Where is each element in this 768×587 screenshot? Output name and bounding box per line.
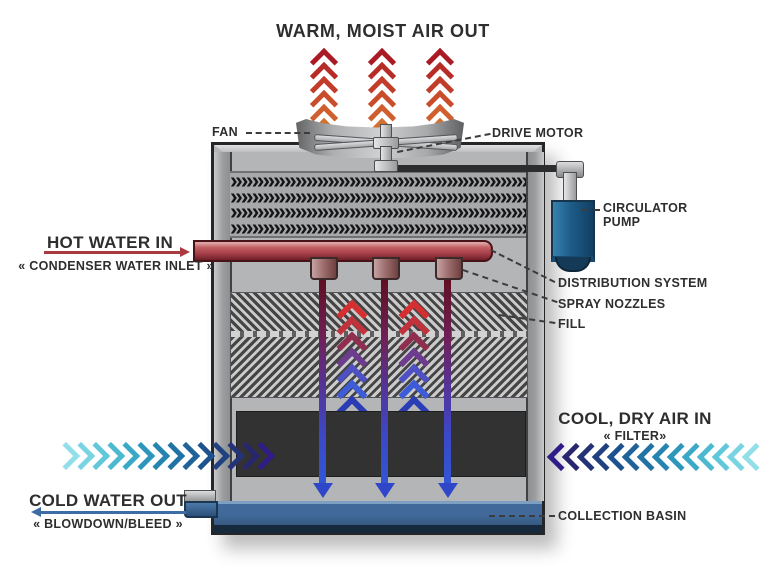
- hot-water-arrow: [44, 251, 182, 254]
- tower-wall-right: [526, 152, 544, 501]
- collection-basin-water: [214, 501, 542, 526]
- spray-nozzle: [310, 257, 338, 280]
- basin-leader-line: [489, 515, 555, 517]
- collection-basin-label: COLLECTION BASIN: [558, 509, 687, 523]
- hot-water-arrowhead-icon: [180, 247, 190, 257]
- condenser-water-inlet-label: « CONDENSER WATER INLET »: [18, 259, 214, 273]
- basin-bottom-edge: [214, 525, 542, 533]
- fan-leader-line: [246, 132, 310, 134]
- spray-nozzle: [435, 257, 463, 280]
- fill-label: FILL: [558, 317, 586, 331]
- air-in-arrows-left-icon: [51, 441, 276, 471]
- fill-stripes-lower: [231, 337, 527, 397]
- blowdown-bleed-label: « BLOWDOWN/BLEED »: [33, 517, 183, 531]
- fill-updraft-arrows-icon: [398, 299, 430, 427]
- hot-water-in-label: HOT WATER IN: [46, 233, 174, 252]
- fill-updraft-arrows-icon: [336, 299, 368, 427]
- circulator-pump-cap: [555, 257, 591, 272]
- fill-seam: [231, 331, 527, 337]
- drift-eliminator-pattern: »»»»»»»»»»»»»»»»»»»»»»»»»»»»»»»»»»»»»»»»…: [230, 171, 526, 238]
- distribution-system-label: DISTRIBUTION SYSTEM: [558, 276, 708, 290]
- diagram-title: WARM, MOIST AIR OUT: [276, 21, 490, 41]
- drive-motor-label: DRIVE MOTOR: [492, 126, 584, 140]
- fill-stripes-upper: [231, 293, 527, 331]
- fan-label: FAN: [212, 125, 238, 139]
- spray-nozzle: [372, 257, 400, 280]
- water-stream: [319, 276, 326, 484]
- pump-discharge-pipe: [388, 165, 566, 172]
- spray-nozzles-label: SPRAY NOZZLES: [558, 297, 666, 311]
- cold-water-out-label: COLD WATER OUT: [29, 491, 187, 510]
- distribution-pipe: [193, 240, 493, 262]
- outlet-pipe-water: [184, 501, 218, 518]
- cold-water-arrowhead-icon: [31, 507, 41, 517]
- air-in-arrows-right-icon: [546, 442, 768, 472]
- cool-dry-air-in-label: COOL, DRY AIR IN: [558, 409, 712, 428]
- pump-leader-line: [582, 209, 600, 211]
- cold-water-arrow: [40, 511, 186, 514]
- water-stream: [381, 276, 388, 484]
- water-stream: [444, 276, 451, 484]
- fill-media: [230, 292, 528, 398]
- filter-label: « FILTER»: [603, 429, 667, 443]
- motor-coupling: [374, 160, 398, 172]
- circulator-pump-label: CIRCULATOR PUMP: [603, 201, 688, 229]
